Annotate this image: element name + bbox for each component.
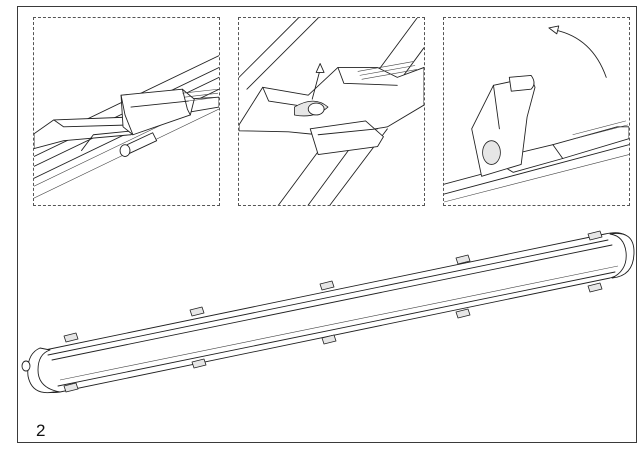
clip-open-drawing xyxy=(444,25,629,203)
fixture-drawing xyxy=(21,230,635,394)
detail-clip-closed xyxy=(33,17,220,206)
detail-clip-open xyxy=(443,17,630,206)
detail-clip-lifting xyxy=(238,17,425,206)
step-number: 2 xyxy=(36,421,46,440)
clip-closed-drawing xyxy=(34,55,219,199)
page-frame xyxy=(17,6,637,443)
clip-lifting-drawing xyxy=(239,18,424,205)
